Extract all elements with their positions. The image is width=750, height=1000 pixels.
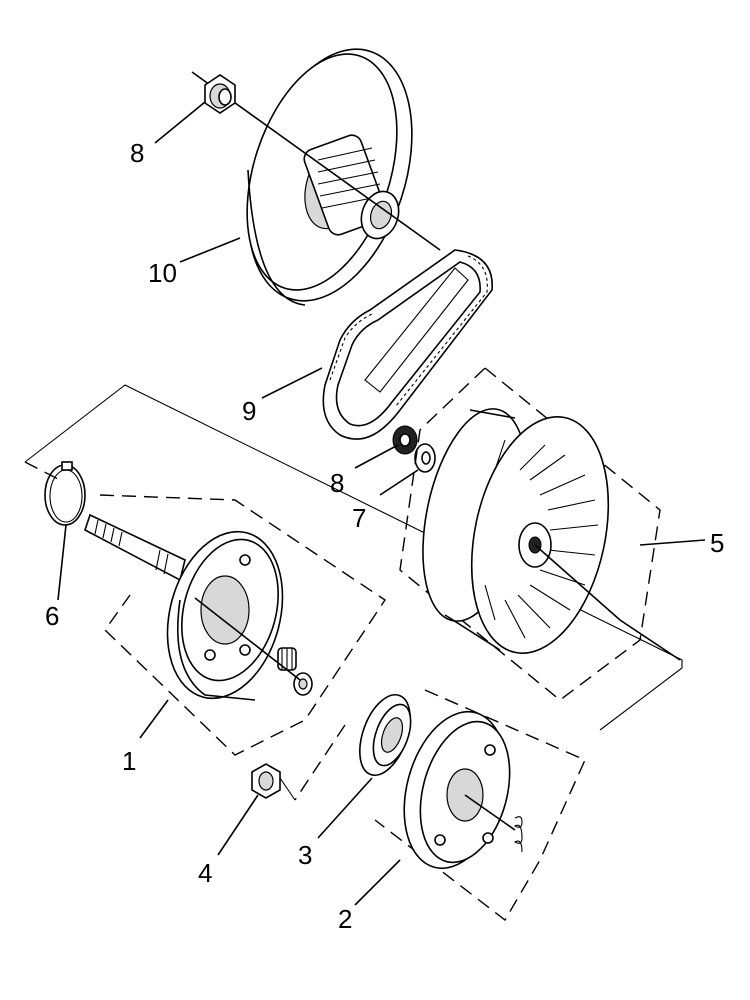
part-label-10: 10 xyxy=(148,258,177,288)
clutch-bell-part xyxy=(84,494,386,756)
bearing-part xyxy=(294,694,412,801)
washer-part xyxy=(414,443,436,473)
clutch-nut-part xyxy=(251,763,296,801)
part-label-8-mid: 8 xyxy=(330,468,344,498)
part-label-7: 7 xyxy=(352,503,366,533)
circlip-part xyxy=(44,461,86,526)
driven-pulley-part xyxy=(246,48,413,306)
part-label-2: 2 xyxy=(338,904,352,934)
part-label-9: 9 xyxy=(242,396,256,426)
top-nut-part xyxy=(204,74,236,114)
drive-axis-line xyxy=(534,544,681,661)
assembly-frame xyxy=(24,384,683,731)
mid-nut-part xyxy=(392,425,418,455)
small-nut-part xyxy=(293,672,313,696)
clutch-axis-line xyxy=(194,597,301,681)
part-label-6: 6 xyxy=(45,601,59,631)
leader-lines xyxy=(57,101,706,906)
part-label-8-top: 8 xyxy=(130,138,144,168)
clutch-shoe-part xyxy=(374,689,586,922)
part-label-3: 3 xyxy=(298,840,312,870)
drive-pulley-part xyxy=(399,367,661,701)
part-label-5: 5 xyxy=(710,528,724,558)
v-belt-part xyxy=(322,249,493,440)
part-label-4: 4 xyxy=(198,858,212,888)
needle-bearing-part xyxy=(277,647,297,671)
part-label-1: 1 xyxy=(122,746,136,776)
